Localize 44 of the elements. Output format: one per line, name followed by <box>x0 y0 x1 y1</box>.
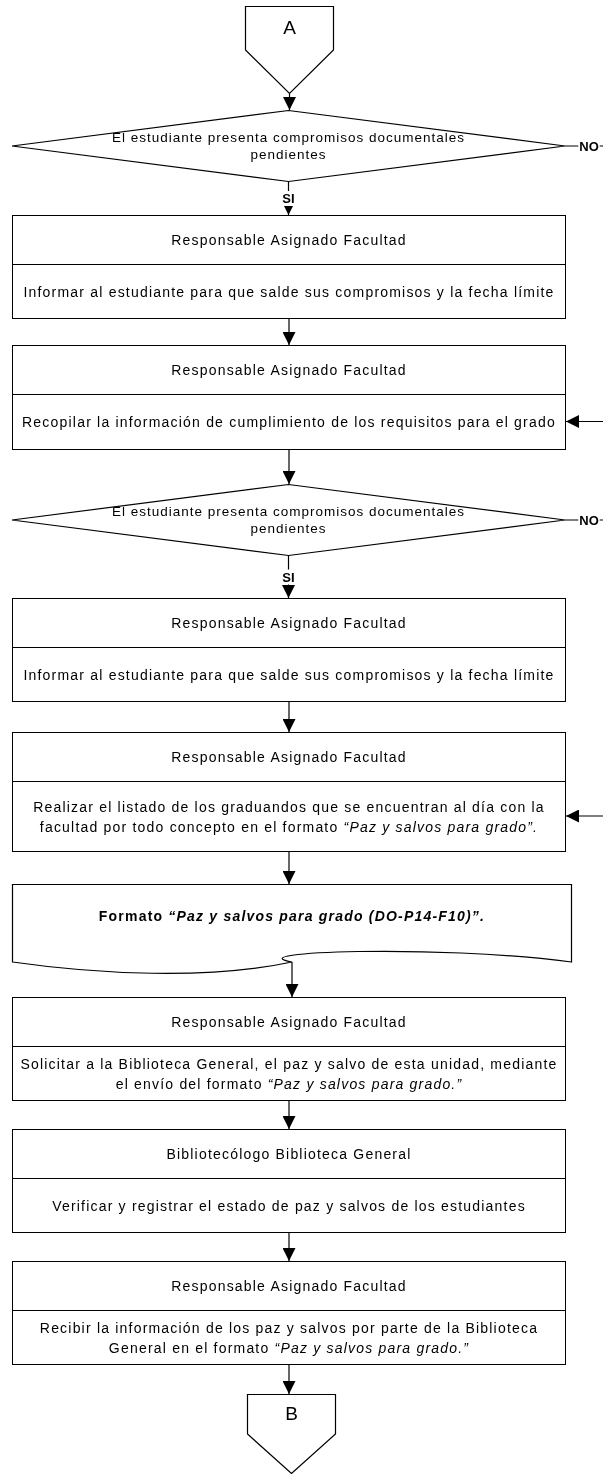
decision-diamond <box>12 110 565 182</box>
role-label: Responsable Asignado Facultad <box>170 361 408 380</box>
process-box <box>12 997 566 1101</box>
decision-text: El estudiante presenta compromisos documentales pendientes <box>110 129 467 163</box>
process-box <box>12 598 566 702</box>
role-label: Responsable Asignado Facultad <box>170 1013 408 1032</box>
step-text: Recibir la información de los paz y salvos por parte de la Biblioteca General en el formato “Paz y salvos para grado.” <box>38 1318 540 1358</box>
connector-letter: B <box>284 1402 299 1426</box>
process-box <box>12 215 566 319</box>
process-box <box>12 345 566 450</box>
document-title: Formato “Paz y salvos para grado (DO-P14-F10)”. <box>97 907 487 926</box>
arrow <box>282 1100 296 1130</box>
offpage-connector <box>245 6 334 94</box>
step-text: Solicitar a la Biblioteca General, el paz y salvo de esta unidad, mediante el envío del formato “Paz y salvos para grado.” <box>19 1054 559 1094</box>
arrow <box>282 318 296 346</box>
arrow <box>282 449 296 485</box>
arrow <box>565 809 604 823</box>
role-label: Responsable Asignado Facultad <box>170 748 408 767</box>
arrow <box>282 851 296 885</box>
connector-letter: A <box>282 16 297 40</box>
step-text: Informar al estudiante para que salde sus compromisos y la fecha límite <box>23 282 555 302</box>
arrow <box>283 93 296 111</box>
step-text: Realizar el listado de los graduandos que se encuentran al día con la facultad por todo concepto en el formato “Paz y salvos para grado”. <box>32 797 546 837</box>
decision-text: El estudiante presenta compromisos documentales pendientes <box>110 503 467 537</box>
edge-label: SI <box>281 569 296 585</box>
role-label: Responsable Asignado Facultad <box>170 231 408 250</box>
role-label: Responsable Asignado Facultad <box>170 614 408 633</box>
arrow <box>565 415 604 428</box>
step-text: Verificar y registrar el estado de paz y salvos de los estudiantes <box>52 1196 526 1216</box>
arrow <box>282 1232 296 1262</box>
offpage-connector <box>247 1394 336 1474</box>
role-label: Responsable Asignado Facultad <box>170 1277 408 1296</box>
step-text: Recopilar la información de cumplimiento de los requisitos para el grado <box>22 413 556 432</box>
role-label: Bibliotecólogo Biblioteca General <box>165 1145 413 1164</box>
arrow <box>285 961 299 998</box>
step-text: Informar al estudiante para que salde sus compromisos y la fecha límite <box>23 665 555 685</box>
edge-label: SI <box>281 191 296 206</box>
process-box <box>12 1129 566 1233</box>
process-box <box>12 1261 566 1365</box>
process-box <box>12 732 566 852</box>
arrow <box>282 1364 296 1395</box>
document-shape <box>12 884 572 974</box>
decision-diamond <box>12 484 565 556</box>
arrow <box>282 701 296 733</box>
